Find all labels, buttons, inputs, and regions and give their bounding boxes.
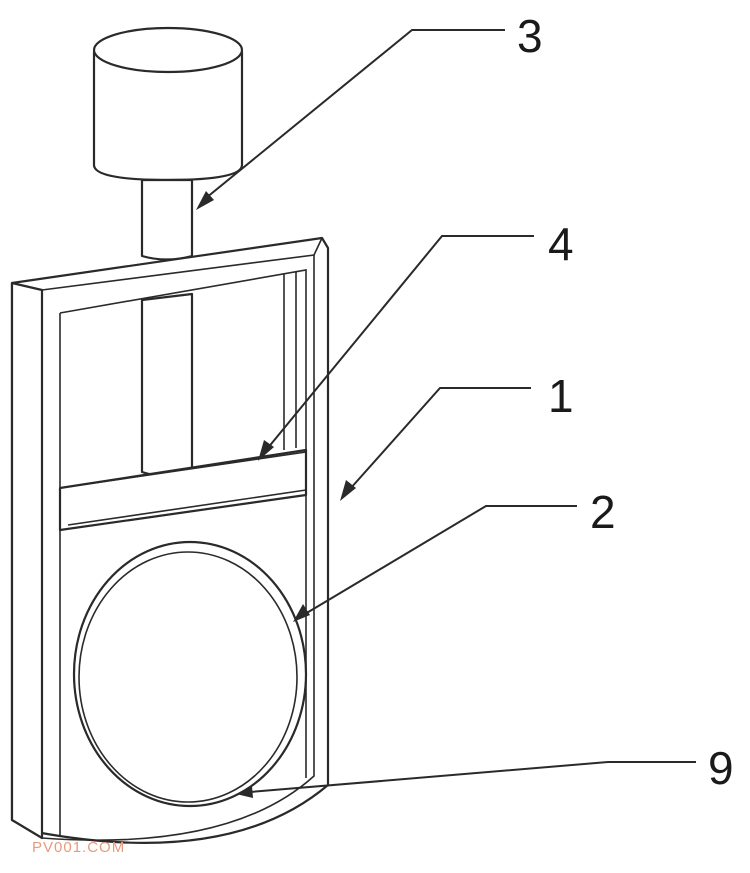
gate-crossbar [58, 448, 308, 532]
callout-label-4: 4 [548, 218, 574, 270]
callout-leader-1 [340, 387, 531, 501]
valve-port-disc [72, 540, 308, 808]
callout-label-2: 2 [590, 486, 616, 538]
watermark-text: PV001.COM [32, 839, 125, 856]
callout-leader-3 [196, 29, 505, 210]
callout-label-1: 1 [548, 370, 574, 422]
valve-stem-inner [140, 292, 194, 478]
valve-stem-upper [140, 178, 194, 261]
callout-label-3: 3 [517, 10, 543, 62]
callout-leader-9 [236, 761, 696, 798]
callout-leader-2 [293, 505, 577, 622]
callout-leader-4 [258, 235, 534, 461]
callout-label-9: 9 [708, 742, 734, 794]
actuator-motor [92, 26, 244, 182]
